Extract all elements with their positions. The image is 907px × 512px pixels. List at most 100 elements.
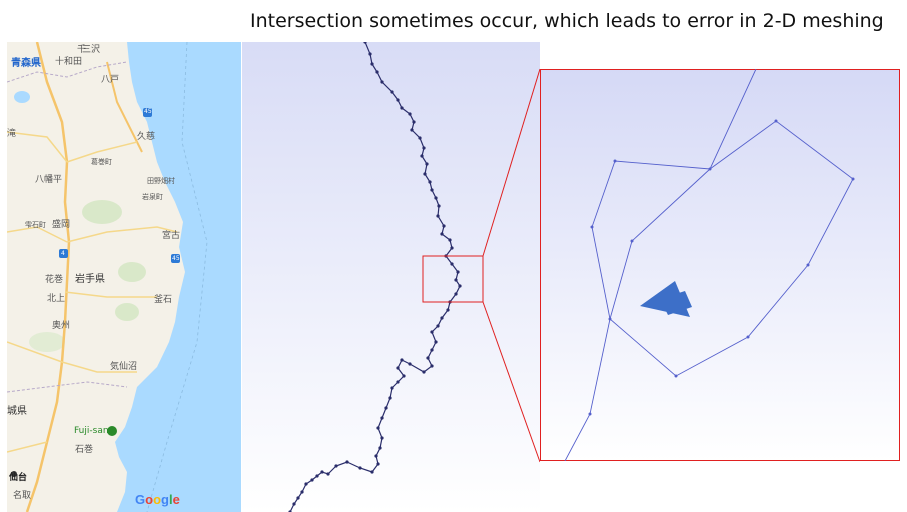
map-label: 八幡平 — [35, 175, 63, 185]
coastline-vertex — [434, 196, 438, 200]
map-graphic — [7, 42, 241, 512]
coastline-vertex — [434, 340, 438, 344]
coastline-vertex — [384, 406, 388, 410]
map-label: 仙台 — [9, 473, 28, 483]
map-label: 葛巻町 — [91, 158, 112, 166]
coastline-vertex — [428, 180, 432, 184]
coastline-vertex — [334, 464, 338, 468]
coastline-polyline — [289, 42, 461, 512]
map-label: 45 — [172, 255, 180, 262]
coastline-vertex — [440, 232, 444, 236]
map-label: 岩手県 — [75, 274, 105, 285]
map-label: 花巻 — [45, 275, 64, 285]
map-label: 名取 — [13, 491, 32, 501]
coastline-vertex — [430, 348, 434, 352]
coastline-vertex — [320, 470, 324, 474]
coastline-vertex — [454, 292, 458, 296]
coastline-vertex — [430, 364, 434, 368]
coastline-vertex — [400, 358, 404, 362]
coastline-vertex — [375, 70, 379, 74]
coastline-vertex — [458, 284, 462, 288]
map-label: 青森県 — [11, 58, 41, 69]
coastline-vertex — [358, 466, 362, 470]
map-label: 気仙沼 — [110, 362, 138, 372]
coastline-vertex — [410, 128, 414, 132]
coastline-vertex — [376, 426, 380, 430]
coastline-vertex — [402, 374, 406, 378]
map-label: Fuji-san — [74, 426, 109, 436]
coastline-vertex — [456, 270, 460, 274]
coastline-vertex — [310, 478, 314, 482]
coastline-vertex — [426, 356, 430, 360]
coastline-vertex — [422, 146, 426, 150]
coastline-vertex — [380, 436, 384, 440]
coastline-vertex — [450, 246, 454, 250]
coastline-vertex — [370, 62, 374, 66]
zoom-connector-bottom — [482, 301, 540, 463]
coastline-vertex — [376, 462, 380, 466]
panel-background — [242, 42, 540, 512]
map-label: 盛岡 — [52, 220, 71, 230]
coastline-vertex — [408, 112, 412, 116]
coastline-vertex — [368, 52, 372, 56]
coastline-vertex — [422, 370, 426, 374]
coastline-vertex — [430, 188, 434, 192]
coastline-vertex — [446, 308, 450, 312]
coastline-vertex — [436, 214, 440, 218]
map-label: 久慈 — [137, 132, 156, 142]
coastline-vertex — [450, 262, 454, 266]
coastline-vertex — [374, 454, 378, 458]
zoom-highlight-box — [422, 255, 484, 303]
map-label: 十和田 — [55, 57, 83, 67]
coastline-vertex — [408, 362, 412, 366]
coastline-vertex — [304, 482, 308, 486]
coastline-vertex — [363, 42, 367, 44]
coastline-vertex — [420, 154, 424, 158]
map-label: 八戸 — [101, 75, 120, 85]
coastline-vertex — [345, 460, 349, 464]
google-logo: Google — [135, 492, 180, 507]
map-label: 三沢 — [82, 45, 101, 55]
coastline-vertex — [396, 98, 400, 102]
coastline-vertex — [292, 502, 296, 506]
map-label: 千 — [77, 45, 87, 55]
map-label: 石巻 — [75, 445, 94, 455]
coastline-vertex — [425, 162, 429, 166]
map-label: 雫石町 — [25, 221, 46, 229]
coastline-vertex — [388, 396, 392, 400]
zoomed-intersection-inset — [540, 69, 900, 461]
map-label: 4 — [61, 250, 65, 257]
coastline-vertex — [448, 238, 452, 242]
inset-frame — [540, 69, 900, 461]
pointer-arrow-icon — [640, 281, 692, 317]
map-image: 三沢 青森県 十和田 八戸 45 久慈 滝 葛巻町 田野畑村 岩泉町 八幡平 雫… — [7, 42, 241, 512]
coastline-vertex — [423, 172, 427, 176]
coastline-mesh-panel — [242, 42, 540, 512]
coastline-vertex — [396, 380, 400, 384]
coastline-vertex — [454, 278, 458, 282]
map-label: 岩泉町 — [142, 193, 163, 201]
coastline-vertex — [396, 366, 400, 370]
coastline-vertex — [370, 470, 374, 474]
coastline-vertex — [400, 106, 404, 110]
map-label: 滝 — [7, 129, 17, 139]
coastline-vertex — [390, 90, 394, 94]
map-label: 釜石 — [154, 295, 173, 305]
coastline-vertex — [437, 204, 441, 208]
coastline-vertex — [390, 386, 394, 390]
coastline-vertex — [380, 80, 384, 84]
coastline-vertex — [436, 324, 440, 328]
coastline-vertex — [380, 416, 384, 420]
map-label: 城県 — [7, 406, 27, 417]
coastline-vertex — [315, 474, 319, 478]
map-label: 45 — [144, 108, 152, 115]
map-label: 奥州 — [52, 321, 71, 331]
coastline-vertex — [442, 224, 446, 228]
coastline-vertex — [326, 472, 330, 476]
coastline-vertex — [378, 446, 382, 450]
coastline-vertex — [300, 490, 304, 494]
coastline-vertex — [412, 120, 416, 124]
map-label: 宮古 — [162, 231, 181, 241]
coastline-vertex — [440, 316, 444, 320]
zoom-connector-top — [482, 68, 540, 257]
